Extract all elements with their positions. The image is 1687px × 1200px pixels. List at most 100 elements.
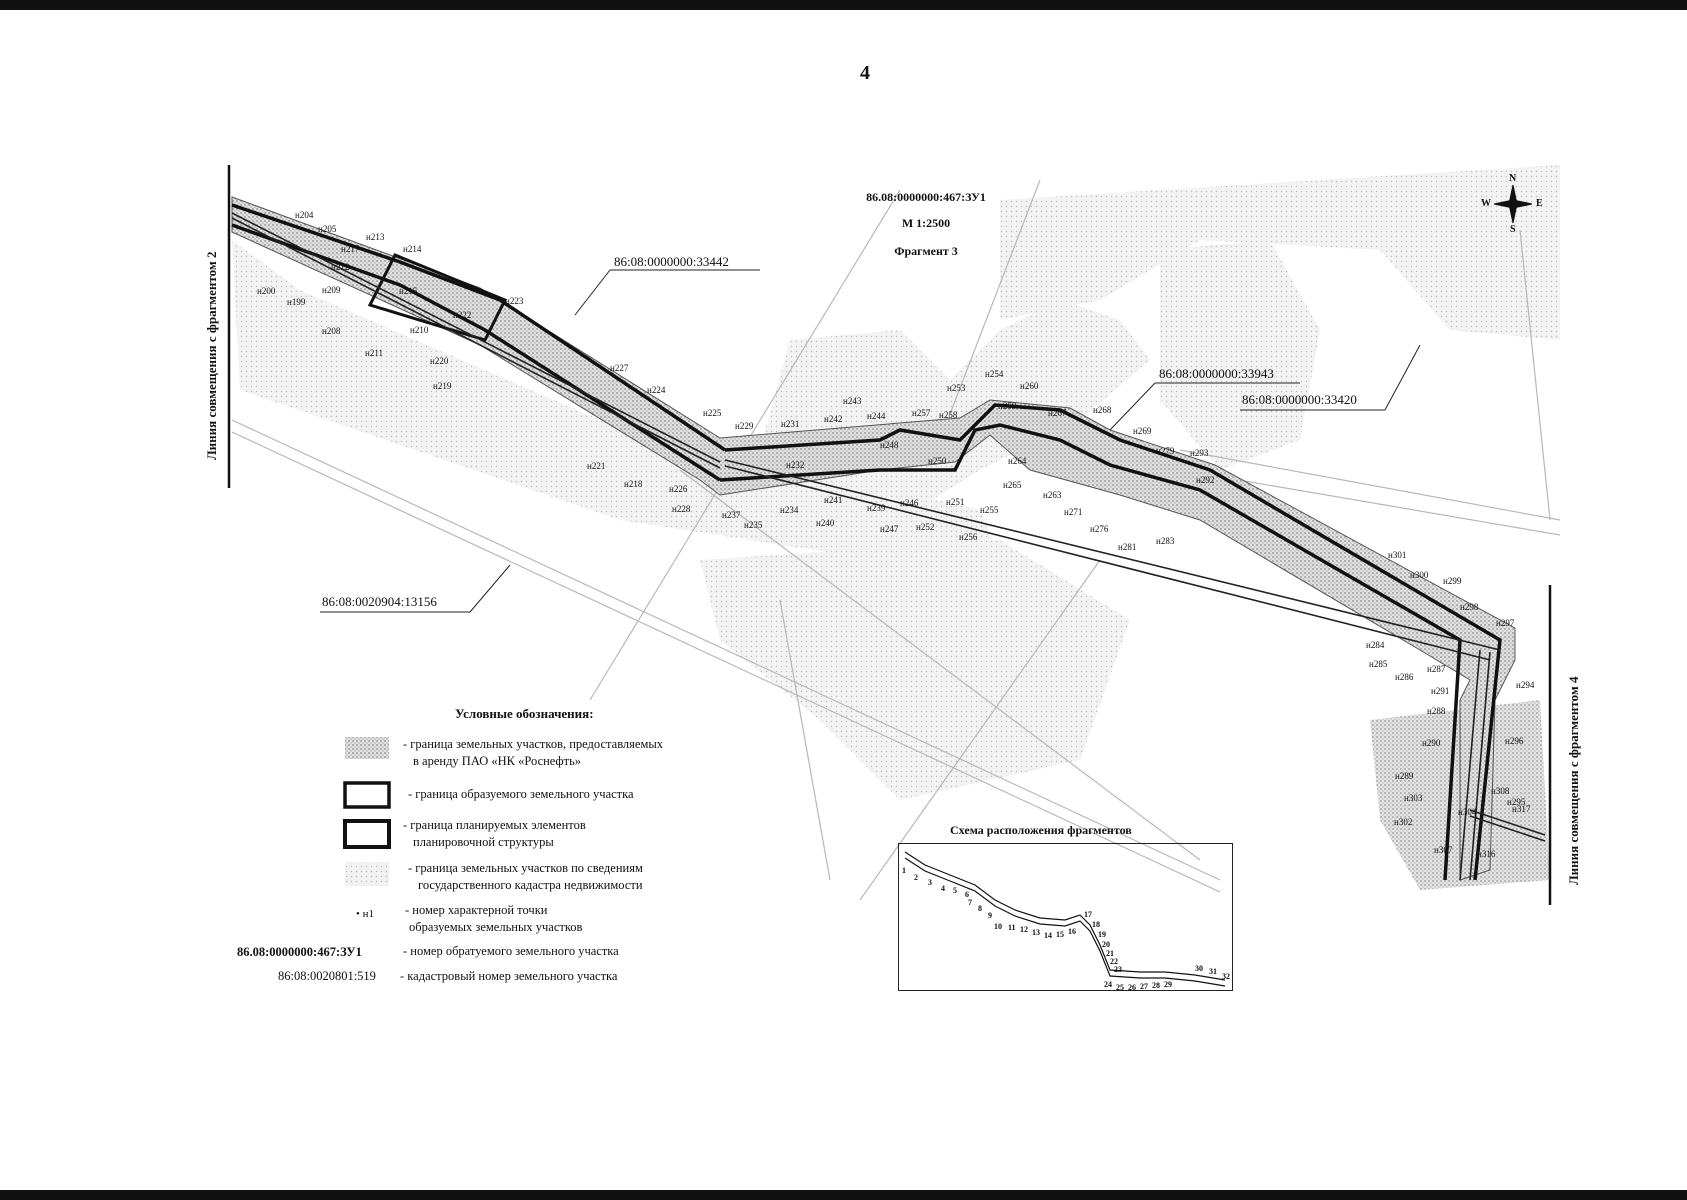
scheme-number: 26 bbox=[1128, 983, 1136, 992]
point-label: н267 bbox=[1048, 408, 1067, 418]
point-label: н214 bbox=[403, 244, 422, 254]
point-label: н241 bbox=[824, 495, 843, 505]
point-label: н231 bbox=[781, 419, 800, 429]
cadastral-label: 86:08:0000000:33943 bbox=[1159, 366, 1274, 381]
point-label: н260 bbox=[1020, 381, 1039, 391]
left-join-label: Линия совмещения с фрагментом 2 bbox=[204, 251, 219, 460]
scheme-number: 19 bbox=[1098, 930, 1106, 939]
point-label: н219 bbox=[433, 381, 452, 391]
point-label: н254 bbox=[985, 369, 1004, 379]
point-label: н287 bbox=[1427, 664, 1446, 674]
right-join-label: Линия совмещения с фрагментом 4 bbox=[1566, 676, 1581, 885]
map-fragment: Фрагмент 3 bbox=[894, 244, 958, 258]
point-label: н256 bbox=[959, 532, 978, 542]
point-label: н199 bbox=[287, 297, 306, 307]
point-label: н213 bbox=[366, 232, 385, 242]
point-label: н293 bbox=[1190, 448, 1209, 458]
scheme-number: 18 bbox=[1092, 920, 1100, 929]
region-right-block bbox=[1160, 240, 1320, 470]
compass-s: S bbox=[1510, 224, 1516, 235]
point-label: н303 bbox=[1404, 793, 1423, 803]
point-label: н211 bbox=[365, 348, 383, 358]
point-label: н248 bbox=[880, 440, 899, 450]
corridor-strip bbox=[231, 196, 1516, 881]
legend-swatch-cadastral bbox=[345, 862, 389, 886]
point-label: н218 bbox=[624, 479, 643, 489]
point-label: н234 bbox=[780, 505, 799, 515]
scheme-number: 4 bbox=[941, 884, 945, 893]
point-label: н255 bbox=[980, 505, 999, 515]
legend-item-cadastral: - граница земельных участков по сведения… bbox=[408, 860, 643, 894]
point-label: н289 bbox=[1395, 771, 1414, 781]
legend-item-leased: - граница земельных участков, предоставл… bbox=[403, 736, 663, 770]
point-label: н243 bbox=[843, 396, 862, 406]
scheme-number: 27 bbox=[1140, 982, 1148, 991]
point-label: н307 bbox=[1434, 845, 1453, 855]
point-label: н247 bbox=[880, 524, 899, 534]
point-label: н222 bbox=[453, 310, 472, 320]
point-label: н226 bbox=[669, 484, 688, 494]
point-label: н279 bbox=[1156, 446, 1175, 456]
legend-cadastral-example-text: - кадастровый номер земельного участка bbox=[400, 969, 618, 983]
scheme-number: 20 bbox=[1102, 940, 1110, 949]
legend-parcel-example: 86.08:0000000:467:ЗУ1 bbox=[237, 945, 362, 959]
point-label: н204 bbox=[295, 210, 314, 220]
legend-text: - граница земельных участков, предоставл… bbox=[403, 737, 664, 751]
scheme-number: 24 bbox=[1104, 980, 1112, 989]
point-label: н276 bbox=[1090, 524, 1109, 534]
point-label: н308 bbox=[1491, 786, 1510, 796]
legend-text: образуемых земельных участков bbox=[409, 920, 583, 934]
scheme-number: 5 bbox=[953, 886, 957, 895]
cadastral-label: 86:08:0020904:13156 bbox=[322, 594, 437, 609]
point-label: н210 bbox=[410, 325, 429, 335]
point-label: н239 bbox=[867, 503, 886, 513]
point-label: н253 bbox=[947, 383, 966, 393]
compass-rose bbox=[1493, 184, 1533, 224]
point-label: н283 bbox=[1156, 536, 1175, 546]
point-label: н250 bbox=[928, 456, 947, 466]
scheme-number: 6 bbox=[965, 890, 969, 899]
point-label: н291 bbox=[1431, 686, 1450, 696]
point-label: н240 bbox=[816, 518, 835, 528]
point-label: н200 bbox=[257, 286, 276, 296]
scheme-box bbox=[898, 843, 1233, 991]
point-label: н317 bbox=[1512, 804, 1531, 814]
cadastral-label: 86:08:0000000:33442 bbox=[614, 254, 729, 269]
legend-text: - номер характерной точки bbox=[405, 903, 548, 917]
point-label: н295 bbox=[1507, 797, 1526, 807]
legend-parcel-example-text: - номер обратуемого земельного участка bbox=[403, 944, 619, 958]
compass-n: N bbox=[1509, 173, 1517, 184]
scheme-number: 28 bbox=[1152, 981, 1160, 990]
compass-w: W bbox=[1481, 198, 1491, 209]
planned-structure-lines bbox=[231, 212, 1546, 881]
map-scale: М 1:2500 bbox=[901, 216, 951, 230]
point-label: н212 bbox=[331, 262, 350, 272]
legend-text: государственного кадастра недвижимости bbox=[418, 878, 643, 892]
scheme-number: 1 bbox=[902, 866, 906, 875]
legend-text: - граница земельных участков по сведения… bbox=[408, 861, 643, 875]
point-label: н301 bbox=[1388, 550, 1407, 560]
legend-text: - граница планируемых элементов bbox=[403, 818, 586, 832]
scheme-number: 7 bbox=[968, 898, 972, 907]
scheme-number: 16 bbox=[1068, 927, 1076, 936]
point-label: н232 bbox=[786, 460, 805, 470]
region-lower-center bbox=[700, 540, 1130, 800]
point-label: н257 bbox=[912, 408, 931, 418]
point-label: н284 bbox=[1366, 640, 1385, 650]
point-label: н242 bbox=[824, 414, 843, 424]
corridor-fill bbox=[231, 196, 1516, 881]
page-number: 4 bbox=[860, 62, 870, 84]
legend-text: в аренду ПАО «НК «Роснефть» bbox=[413, 754, 582, 768]
point-label: н285 bbox=[1369, 659, 1388, 669]
scheme-path bbox=[904, 851, 1226, 987]
scheme-number: 30 bbox=[1195, 964, 1203, 973]
cadastral-label: 86:08:0000000:33420 bbox=[1242, 392, 1357, 407]
scheme-number: 13 bbox=[1032, 928, 1040, 937]
legend-swatch-planned bbox=[343, 819, 391, 849]
point-label: н286 bbox=[1395, 672, 1414, 682]
point-label: н299 bbox=[1443, 576, 1462, 586]
point-label: н224 bbox=[647, 385, 666, 395]
scheme-number: 15 bbox=[1056, 930, 1064, 939]
legend-swatch-leased bbox=[345, 737, 389, 759]
point-label: н258 bbox=[939, 410, 958, 420]
